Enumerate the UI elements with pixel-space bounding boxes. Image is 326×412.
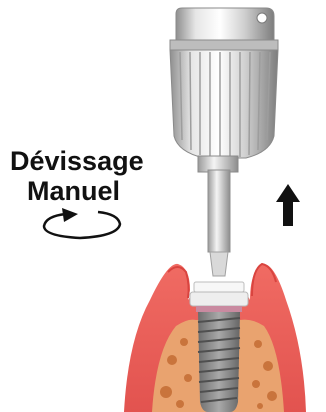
- counterclockwise-rotation-arrow-icon: [44, 208, 120, 238]
- caption-line-1: Dévissage: [10, 146, 144, 176]
- hand-screwdriver-icon: [170, 8, 278, 276]
- up-arrow-icon: [276, 184, 300, 226]
- caption-line-2: Manuel: [27, 176, 120, 206]
